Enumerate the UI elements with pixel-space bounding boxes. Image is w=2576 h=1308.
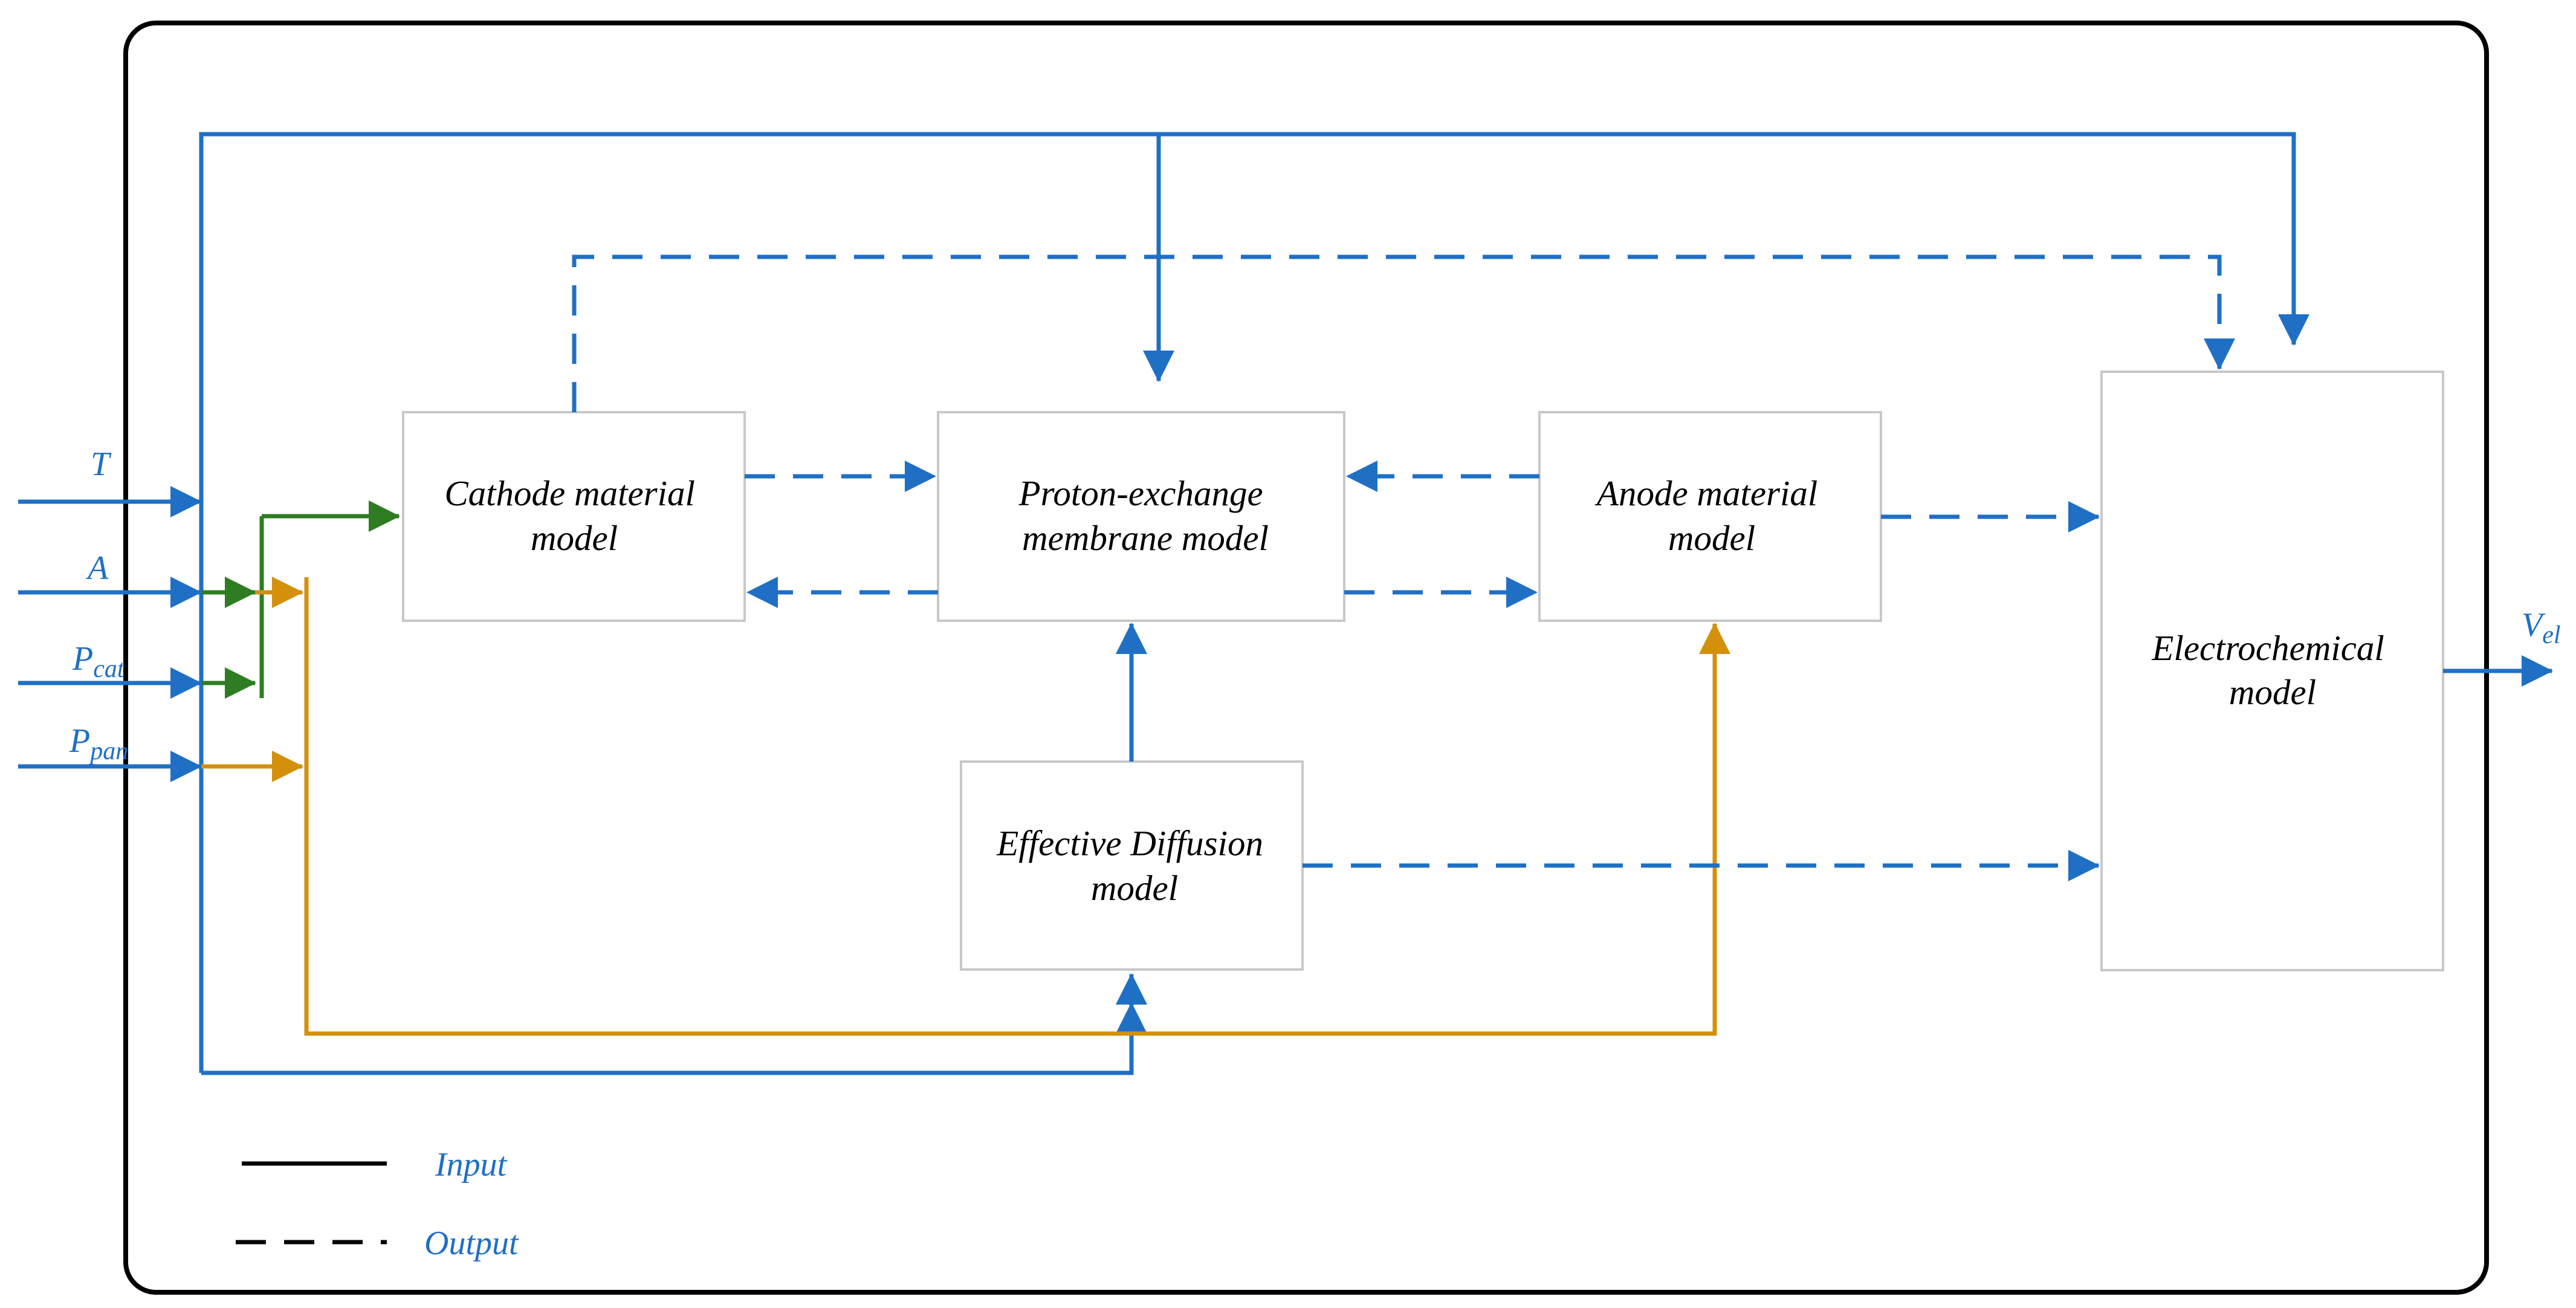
input-pcat-sub: cat — [93, 655, 125, 683]
legend-output-label: Output — [424, 1225, 519, 1262]
input-ppan-label: Ppan — [69, 722, 128, 765]
cathode-box-line-1: Cathode material — [444, 473, 695, 513]
anode-box-line-2: model — [1668, 518, 1755, 558]
pem-box-line-2: membrane model — [1022, 518, 1269, 558]
input-arrows — [18, 486, 202, 782]
output-flows — [572, 254, 2235, 881]
anode-material-box: Anode material model — [1538, 411, 1882, 622]
input-t-label: T — [91, 445, 112, 483]
diffusion-box-line-1: Effective Diffusion — [996, 823, 1263, 863]
pem-box-line-1: Proton-exchange — [1018, 473, 1263, 513]
electrochemical-box: Electrochemical model — [2100, 371, 2444, 971]
output-vel-sub: el — [2542, 621, 2560, 649]
electrochemical-box-line-2: model — [2229, 672, 2316, 712]
electrochemical-box-line-1: Electrochemical — [2151, 628, 2384, 668]
legend-input-label: Input — [435, 1146, 508, 1183]
temperature-bus — [199, 132, 2309, 1075]
svg-text:Electrochemical model: Electrochemical model — [2151, 628, 2393, 712]
input-a-label: A — [85, 549, 109, 587]
output-vel-label: Vel — [2522, 606, 2561, 649]
svg-text:Cathode material model: Cathode material model — [444, 473, 704, 558]
svg-text:Anode material model: Anode material model — [1594, 473, 1827, 558]
input-ppan-sub: pan — [88, 737, 128, 765]
effective-diffusion-box: Effective Diffusion model — [960, 760, 1304, 971]
input-pcat-label: Pcat — [72, 640, 125, 683]
outer-frame — [123, 21, 2489, 1295]
orange-bus — [201, 577, 1730, 1036]
diffusion-box-line-2: model — [1091, 868, 1178, 908]
cathode-box-line-2: model — [531, 518, 618, 558]
green-bus — [201, 500, 400, 699]
cathode-material-box: Cathode material model — [402, 411, 746, 622]
proton-exchange-membrane-box: Proton-exchange membrane model — [937, 411, 1345, 622]
input-ppan-base: P — [69, 722, 90, 760]
output-vel-base: V — [2522, 606, 2546, 644]
svg-text:Proton-exchange membrane: Proton-exchange membrane model — [1018, 473, 1272, 558]
legend: Input Output — [236, 1146, 519, 1262]
anode-box-line-1: Anode material — [1594, 473, 1817, 513]
input-pcat-base: P — [72, 640, 93, 678]
svg-text:Effective Diffusion mode: Effective Diffusion model — [996, 823, 1272, 908]
